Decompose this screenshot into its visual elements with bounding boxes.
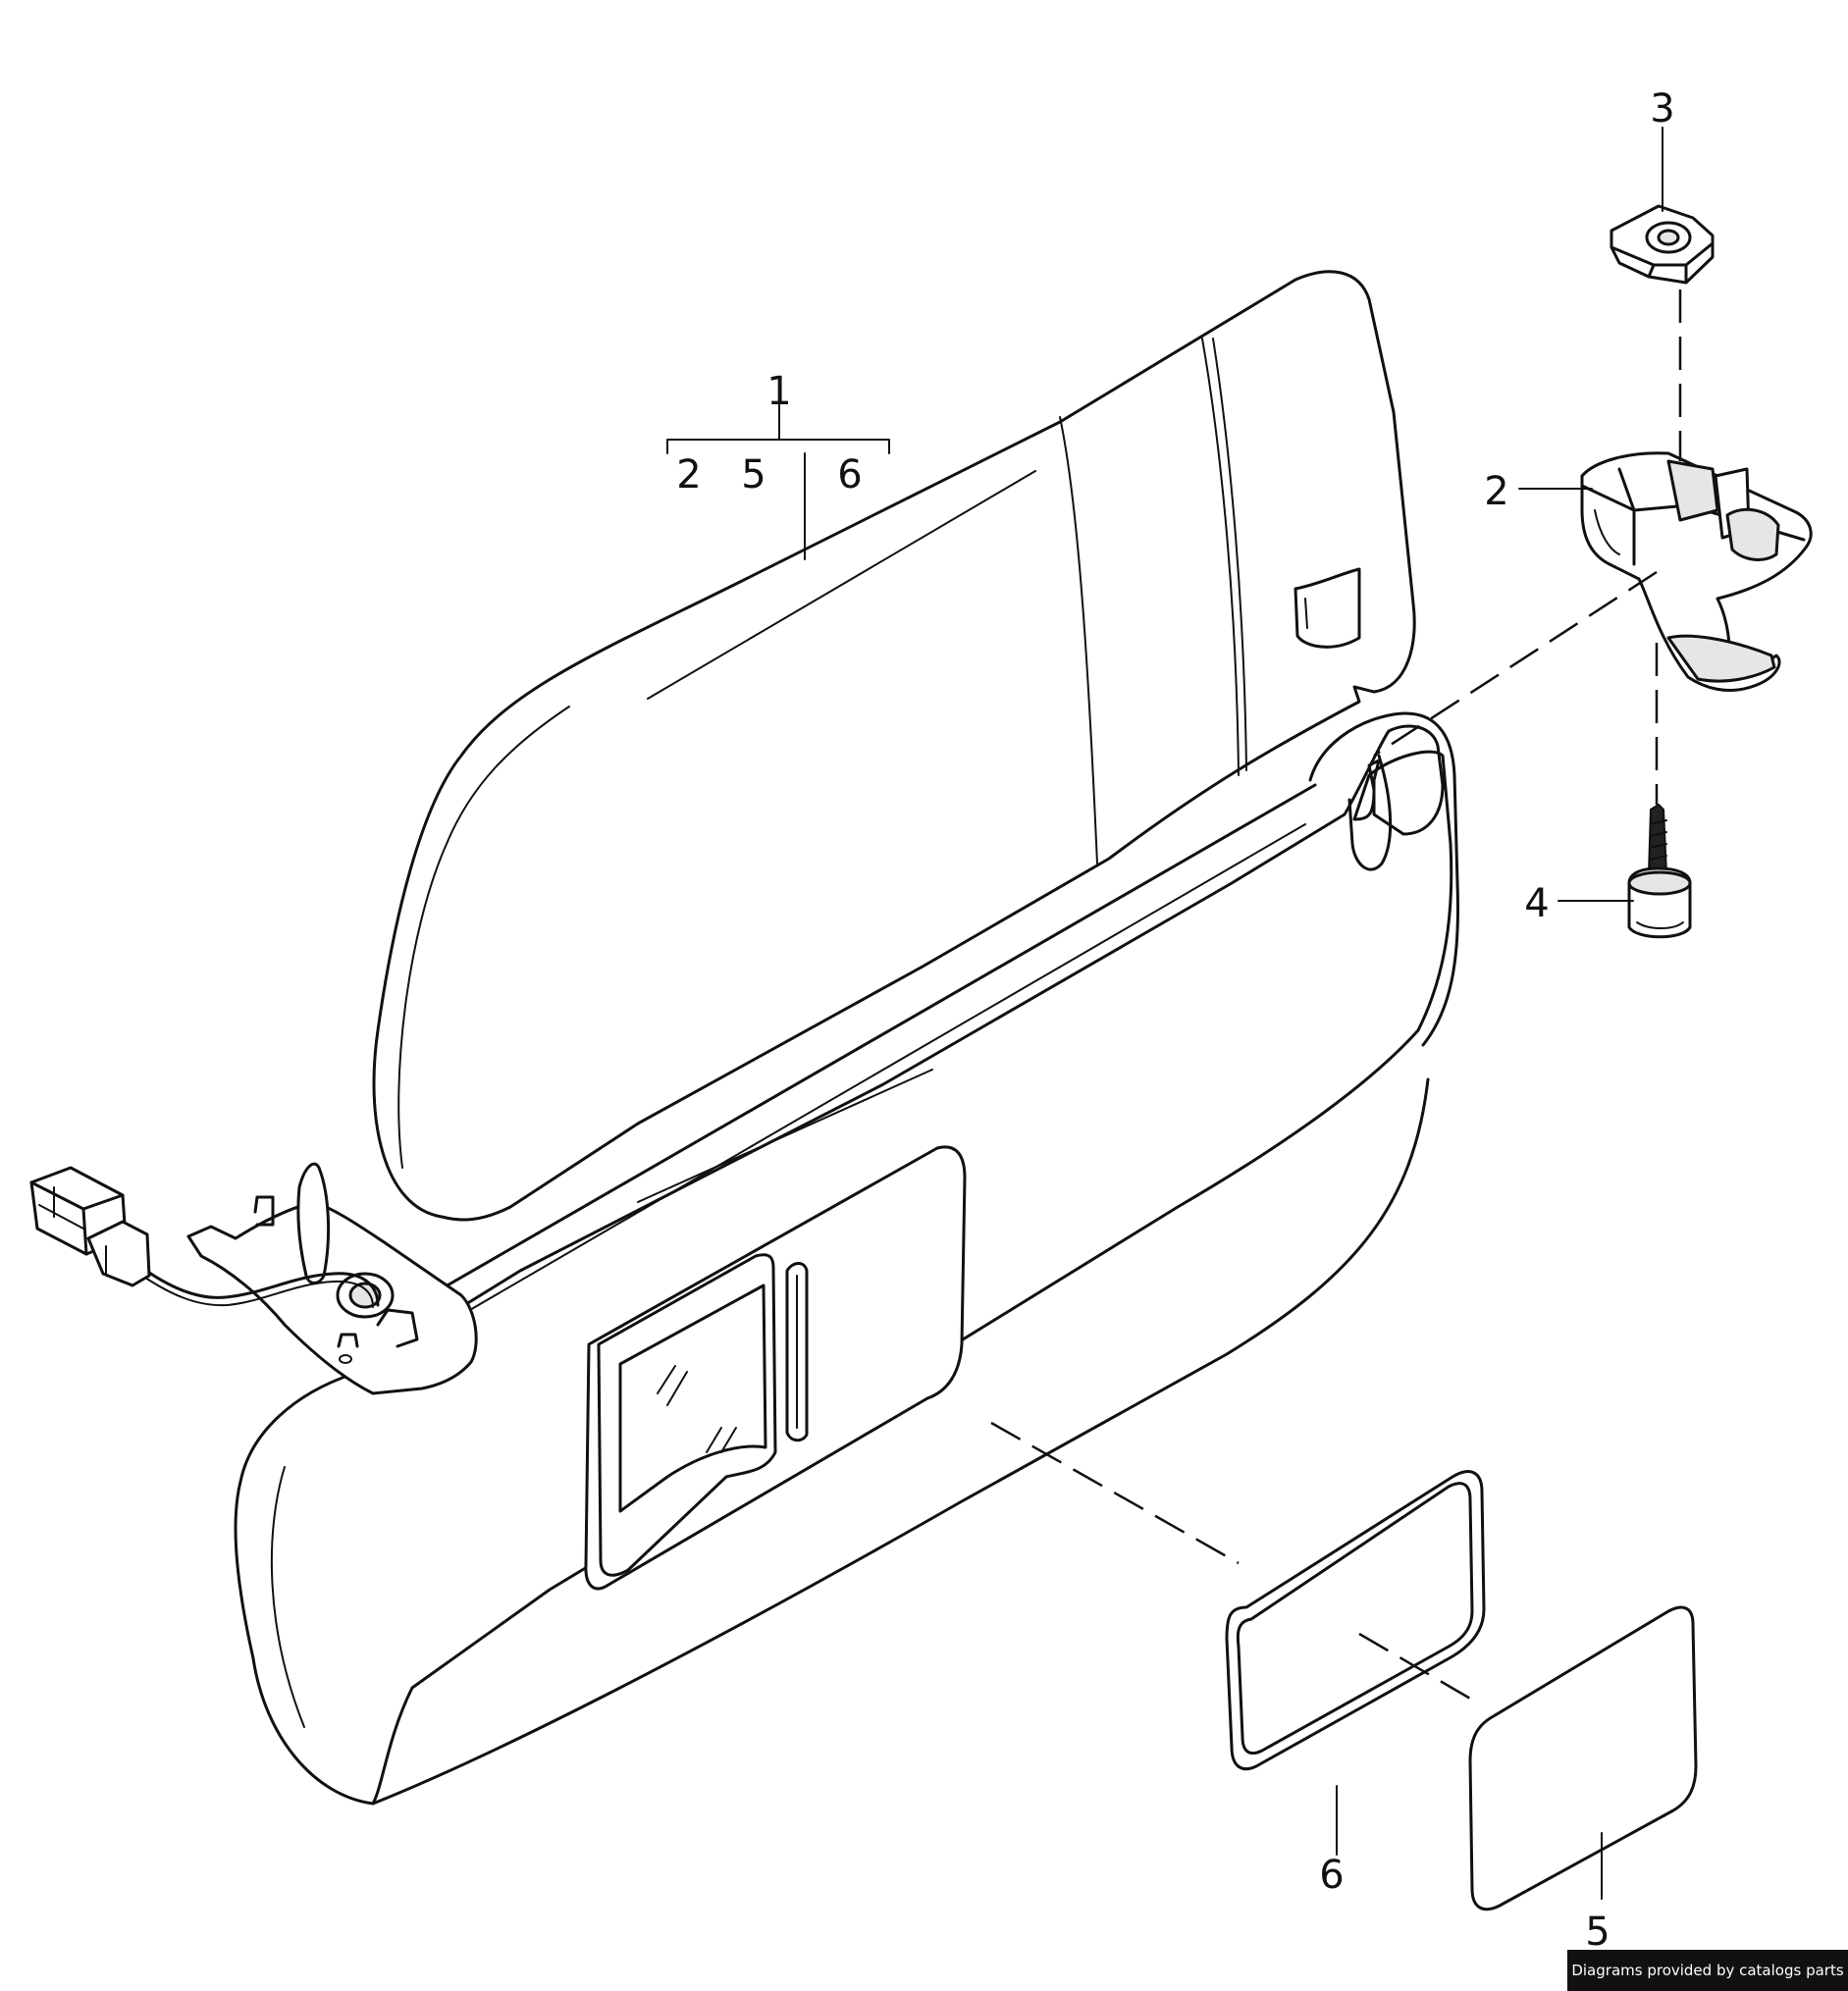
mount-bracket: [1580, 451, 1813, 692]
upper-visor-panel: [372, 270, 1416, 1222]
callout-3: 3: [1650, 86, 1674, 131]
callout-4: 4: [1524, 881, 1549, 926]
electrical-connector: [29, 1166, 151, 1287]
assembly-line-visor-to-frame: [990, 1421, 1240, 1565]
wiring-harness: [140, 1266, 380, 1307]
clip-nut: [1610, 204, 1715, 285]
assembly-line-bracket-to-visor: [1373, 570, 1658, 758]
callout-sub-2: 2: [676, 452, 701, 498]
callout-1: 1: [766, 369, 791, 414]
mirror-glass: [1468, 1605, 1698, 1912]
assembly-line-frame-to-glass: [1358, 1632, 1478, 1704]
mounting-screw: [1627, 803, 1692, 939]
visor-pivot-hinge: [186, 1162, 478, 1395]
mirror-frame: [1225, 1470, 1486, 1771]
callout-6: 6: [1319, 1853, 1344, 1898]
callout-sub-6: 6: [837, 452, 862, 498]
callout-2: 2: [1484, 469, 1508, 514]
vanity-mirror-cover: [584, 1145, 967, 1591]
callout-sub-5: 5: [741, 452, 766, 498]
diagram-credit: Diagrams provided by catalogs parts: [1567, 1950, 1848, 1991]
callout-5: 5: [1585, 1910, 1610, 1955]
